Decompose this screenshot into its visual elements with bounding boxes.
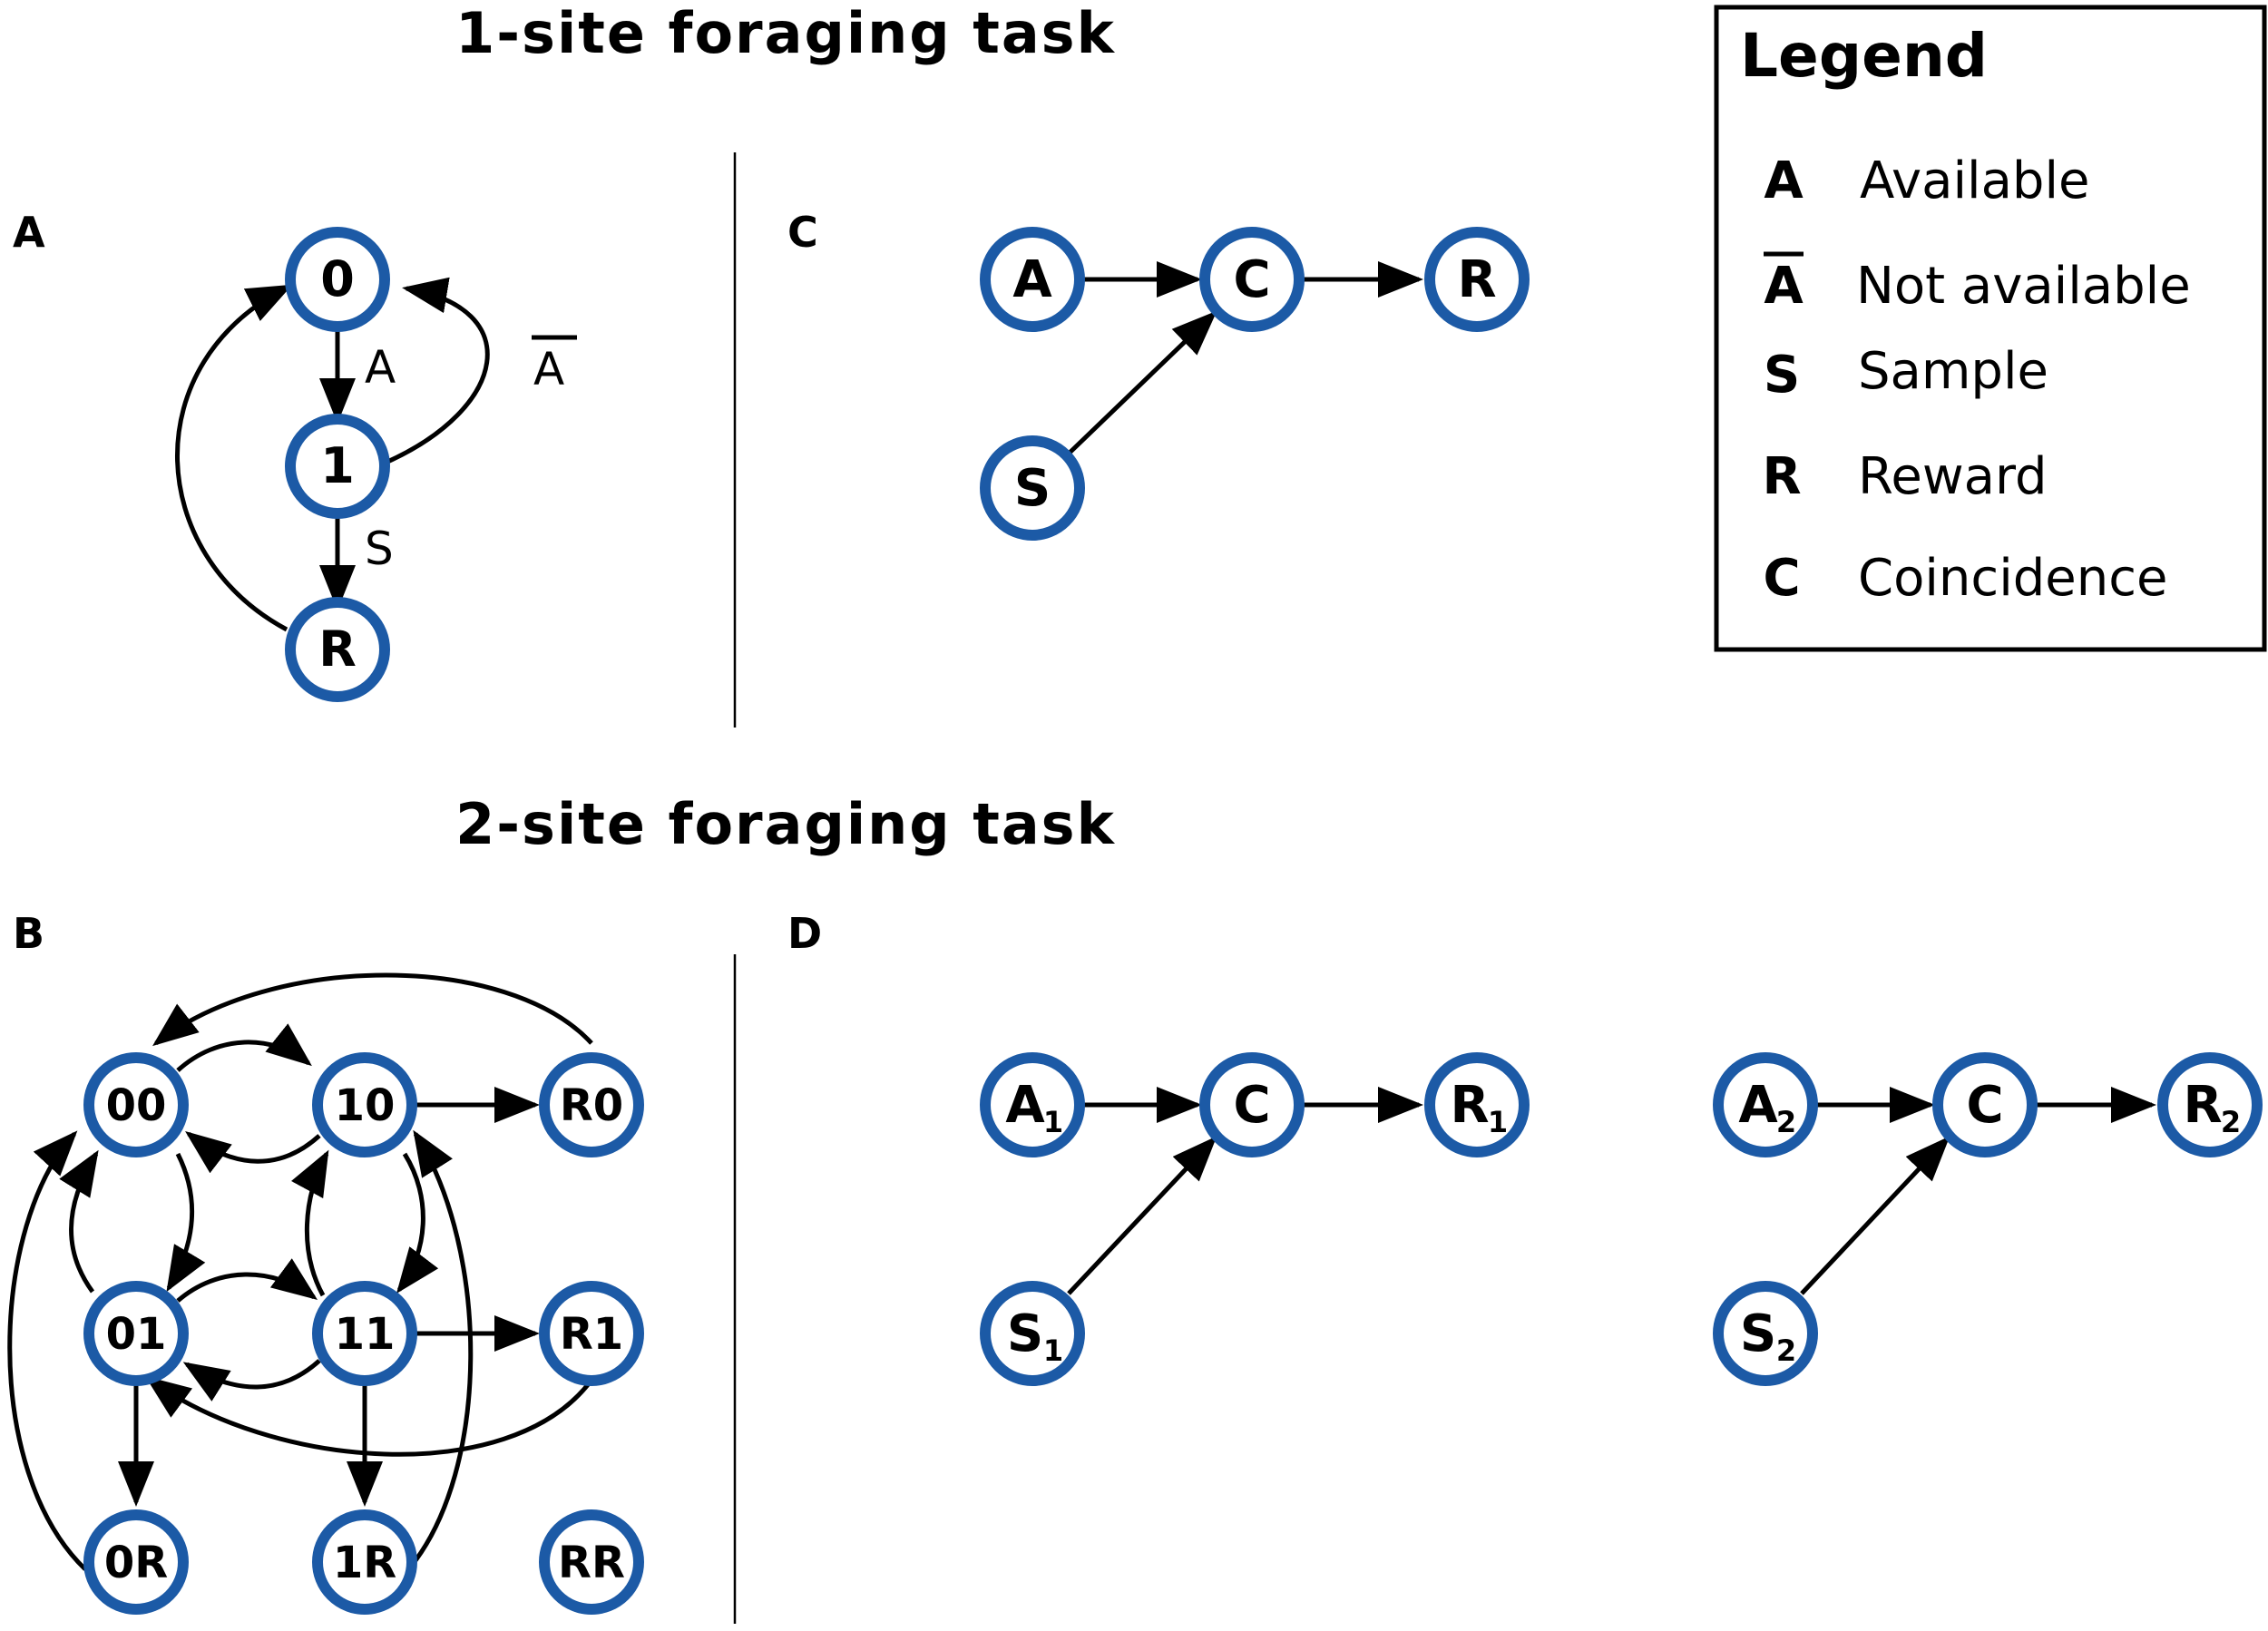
node-r1-reward: R 1 bbox=[1424, 1052, 1530, 1157]
panel-d-left-diagram: A 1 C R 1 S 1 bbox=[980, 1052, 1530, 1386]
node-r0: R0 bbox=[539, 1052, 644, 1157]
node-s1-label: S bbox=[1007, 1304, 1043, 1363]
legend-label-reward: Reward bbox=[1858, 447, 2048, 506]
edge-s1-to-c bbox=[1067, 1136, 1217, 1295]
node-10-label: 10 bbox=[335, 1080, 396, 1131]
edge-R-to-0 bbox=[175, 284, 293, 632]
edge-11-to-10 bbox=[290, 1149, 329, 1297]
legend: Legend A Available A Not available S Sam… bbox=[1714, 5, 2267, 652]
node-00-label: 00 bbox=[106, 1080, 167, 1131]
legend-label-coincidence: Coincidence bbox=[1858, 549, 2168, 608]
node-11: 11 bbox=[312, 1281, 417, 1386]
panel-label-c: C bbox=[787, 208, 818, 257]
node-a2: A 2 bbox=[1713, 1052, 1818, 1157]
node-a2-label: A bbox=[1738, 1076, 1778, 1135]
legend-symbol-available: A bbox=[1764, 151, 1804, 210]
edge-label-available: A bbox=[365, 341, 396, 394]
node-r-label: R bbox=[318, 620, 357, 678]
edge-label-not-available: A bbox=[533, 343, 564, 396]
edge-00-to-10 bbox=[176, 1023, 312, 1072]
node-a1: A 1 bbox=[980, 1052, 1085, 1157]
node-00: 00 bbox=[83, 1052, 189, 1157]
node-0: 0 bbox=[285, 227, 390, 332]
node-r: R bbox=[285, 597, 390, 702]
legend-label-not-available: Not available bbox=[1856, 257, 2191, 316]
edge-1r-to-10 bbox=[408, 1129, 474, 1569]
legend-label-sample: Sample bbox=[1858, 342, 2048, 401]
node-d-right-c: C bbox=[1932, 1052, 2038, 1157]
legend-symbol-sample: S bbox=[1764, 346, 1800, 405]
node-c-r: R bbox=[1424, 227, 1530, 332]
node-d-right-c-label: C bbox=[1966, 1076, 2003, 1135]
legend-symbol-reward: R bbox=[1762, 447, 1801, 506]
node-r1-reward-label: R bbox=[1450, 1076, 1489, 1135]
edge-s2-to-c bbox=[1800, 1136, 1950, 1295]
node-s1-subscript: 1 bbox=[1043, 1333, 1063, 1368]
legend-title: Legend bbox=[1740, 21, 1988, 91]
node-a1-label: A bbox=[1005, 1076, 1045, 1135]
node-01: 01 bbox=[83, 1281, 189, 1386]
node-c-r-label: R bbox=[1457, 250, 1496, 309]
node-1r-label: 1R bbox=[333, 1538, 396, 1588]
node-a1-subscript: 1 bbox=[1043, 1105, 1063, 1139]
edge-10-to-00 bbox=[185, 1130, 321, 1174]
legend-label-available: Available bbox=[1860, 151, 2089, 210]
panel-label-d: D bbox=[787, 909, 822, 958]
edge-label-sample: S bbox=[365, 523, 394, 575]
node-r2-reward: R 2 bbox=[2157, 1052, 2263, 1157]
legend-box bbox=[1714, 5, 2267, 652]
node-c-s-label: S bbox=[1014, 459, 1051, 518]
node-01-label: 01 bbox=[106, 1309, 167, 1360]
title-two-site: 2-site foraging task bbox=[455, 791, 1116, 857]
node-11-label: 11 bbox=[335, 1309, 396, 1360]
node-r2-reward-label: R bbox=[2183, 1076, 2222, 1135]
node-c-c-label: C bbox=[1233, 250, 1270, 309]
node-1-label: 1 bbox=[320, 437, 355, 494]
panel-c-diagram: A C R S bbox=[980, 227, 1530, 541]
panel-a-diagram: A A S 0 1 R bbox=[175, 227, 577, 702]
panel-d-right-diagram: A 2 C R 2 S 2 bbox=[1713, 1052, 2263, 1386]
node-d-left-c: C bbox=[1199, 1052, 1305, 1157]
node-s2-subscript: 2 bbox=[1776, 1333, 1796, 1368]
node-d-left-c-label: C bbox=[1233, 1076, 1270, 1135]
node-1: 1 bbox=[285, 414, 390, 519]
node-s1: S 1 bbox=[980, 1281, 1085, 1386]
edge-11-to-01 bbox=[182, 1359, 321, 1401]
node-1r: 1R bbox=[312, 1509, 417, 1615]
node-c-c: C bbox=[1199, 227, 1305, 332]
node-0r: 0R bbox=[83, 1509, 189, 1615]
title-one-site: 1-site foraging task bbox=[455, 0, 1116, 66]
node-rr: RR bbox=[539, 1509, 644, 1615]
panel-b-diagram: 00 10 R0 01 11 R1 0R 1R bbox=[7, 972, 644, 1615]
edge-r0-to-00 bbox=[152, 972, 593, 1047]
node-r1-reward-subscript: 1 bbox=[1488, 1105, 1508, 1139]
panel-label-b: B bbox=[13, 909, 44, 958]
node-s2-label: S bbox=[1740, 1304, 1776, 1363]
edge-01-to-00 bbox=[59, 1149, 99, 1294]
edge-00-to-01 bbox=[166, 1152, 206, 1293]
node-rr-label: RR bbox=[558, 1538, 625, 1588]
node-10: 10 bbox=[312, 1052, 417, 1157]
edge-0r-to-00 bbox=[7, 1130, 87, 1571]
edge-10-to-11 bbox=[396, 1152, 439, 1294]
edge-01-to-11 bbox=[176, 1258, 318, 1303]
node-c-a: A bbox=[980, 227, 1085, 332]
node-c-s: S bbox=[980, 435, 1085, 541]
node-c-a-label: A bbox=[1012, 250, 1052, 309]
edge-r1-to-01 bbox=[144, 1376, 591, 1457]
node-0-label: 0 bbox=[320, 250, 355, 308]
legend-symbol-coincidence: C bbox=[1763, 549, 1800, 608]
edge-1-to-0 bbox=[384, 277, 490, 465]
node-r1: R1 bbox=[539, 1281, 644, 1386]
node-s2: S 2 bbox=[1713, 1281, 1818, 1386]
panel-label-a: A bbox=[13, 208, 45, 257]
legend-symbol-not-available: A bbox=[1764, 257, 1804, 316]
node-r0-label: R0 bbox=[560, 1080, 623, 1131]
node-a2-subscript: 2 bbox=[1776, 1105, 1796, 1139]
node-0r-label: 0R bbox=[104, 1538, 168, 1588]
node-r1-label: R1 bbox=[560, 1309, 623, 1360]
edge-s-to-c bbox=[1067, 310, 1217, 455]
node-r2-reward-subscript: 2 bbox=[2221, 1105, 2241, 1139]
